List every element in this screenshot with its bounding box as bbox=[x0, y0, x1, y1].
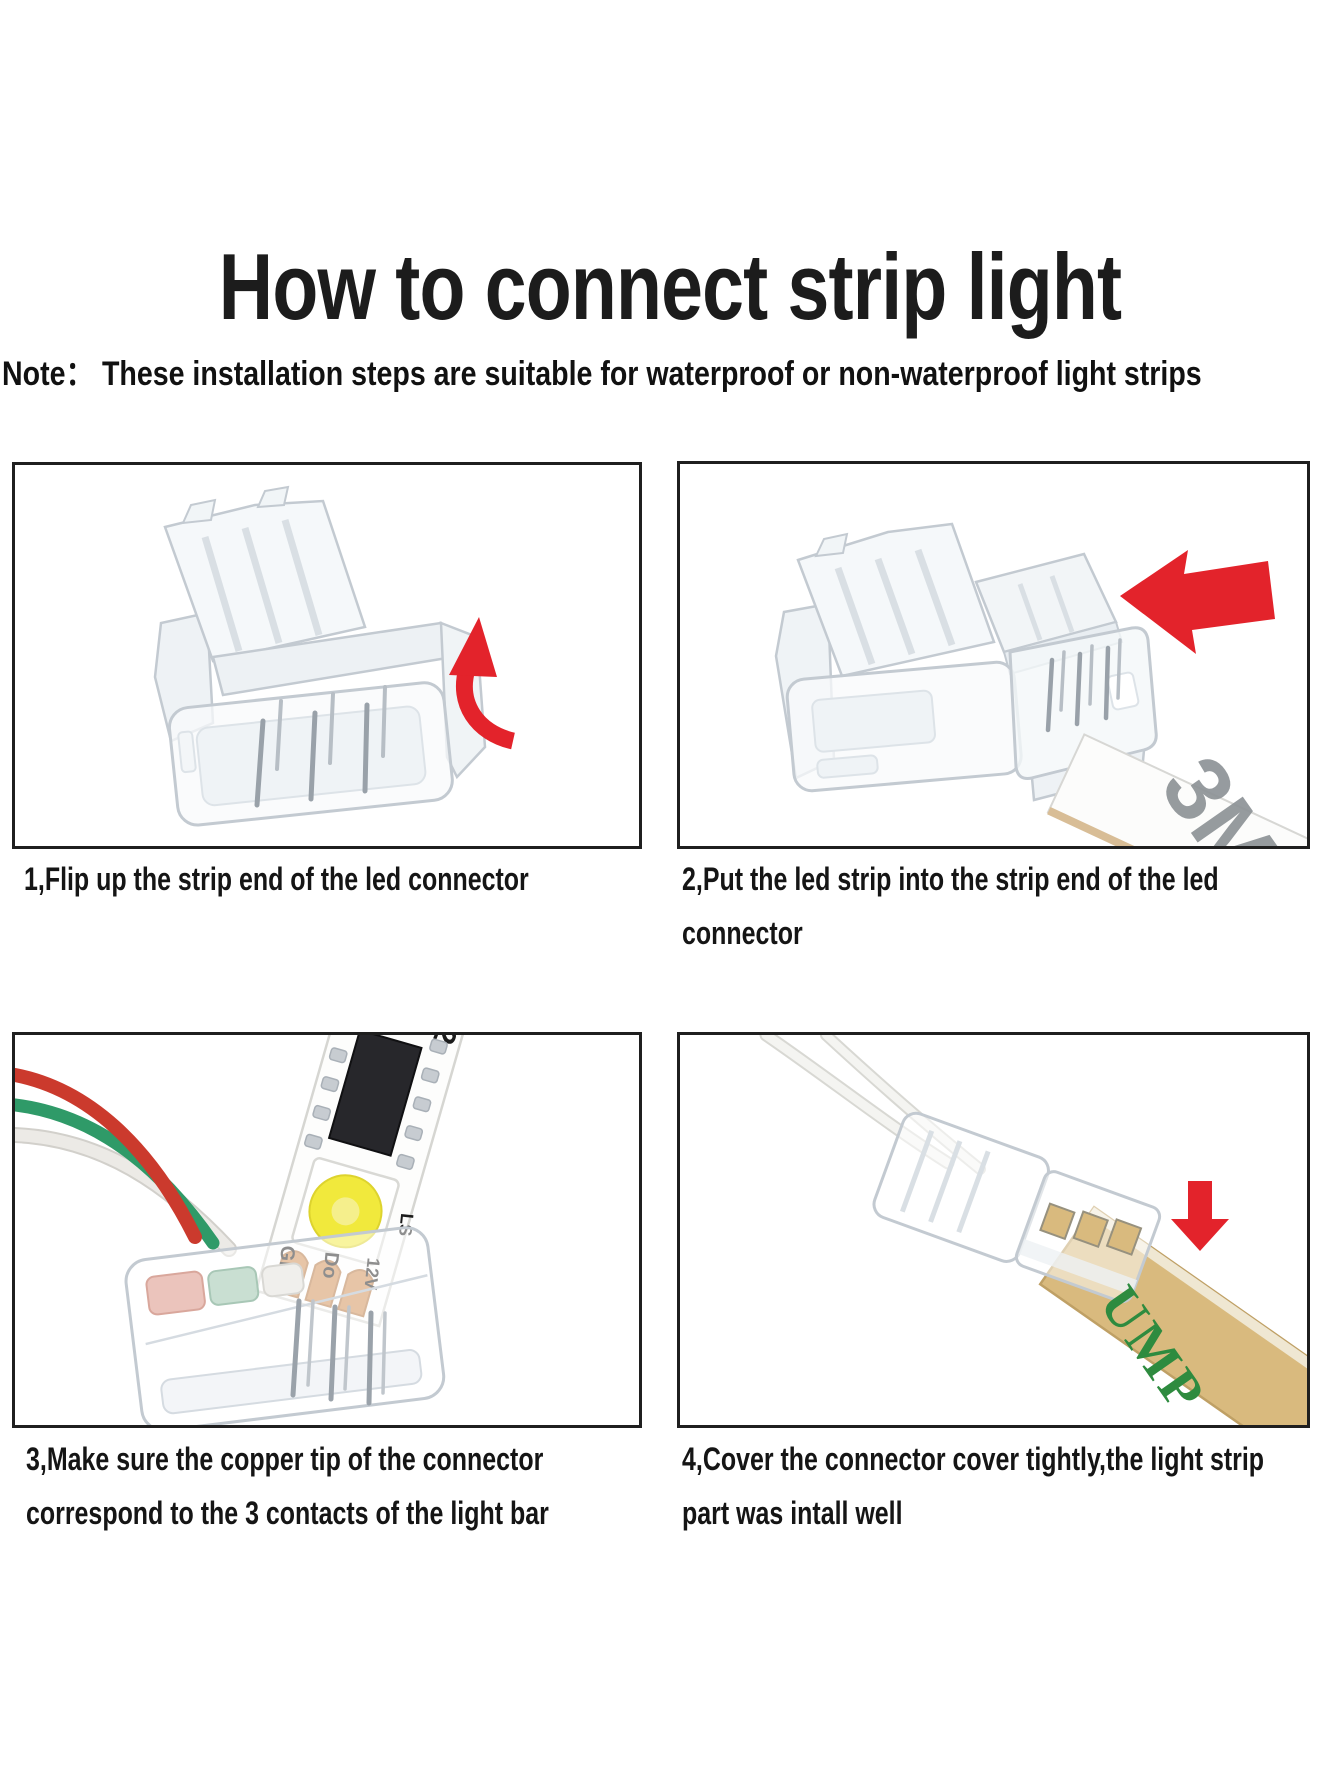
step-4-illustration: UMP bbox=[759, 1035, 1307, 1425]
step-2-caption-line1: 2,Put the led strip into the strip end o… bbox=[682, 861, 1219, 897]
connector-wires bbox=[15, 1068, 237, 1257]
wire-white-inside bbox=[261, 1262, 305, 1298]
step-2-caption: 2,Put the led strip into the strip end o… bbox=[682, 852, 1340, 960]
step-3-caption-line1: 3,Make sure the copper tip of the connec… bbox=[26, 1441, 544, 1477]
connector-pins-back bbox=[1059, 638, 1122, 712]
flip-up-arrow-icon bbox=[449, 617, 516, 750]
connector-closed bbox=[872, 1111, 1162, 1304]
ic-chip bbox=[327, 1035, 423, 1157]
connector-pins-back bbox=[275, 685, 387, 771]
step-1-caption-text: 1,Flip up the strip end of the led conne… bbox=[24, 861, 529, 897]
step-1-figure bbox=[12, 462, 642, 849]
step-2-illustration: 3M bbox=[774, 522, 1307, 846]
connector-body bbox=[785, 660, 1023, 793]
caption-line: 2,Put the led strip into the strip end o… bbox=[682, 852, 1340, 906]
press-down-arrow-icon bbox=[1171, 1181, 1229, 1251]
wire-red-inside bbox=[145, 1270, 206, 1316]
step-3-illustration: 2 GND Do bbox=[15, 1035, 476, 1425]
solder-bumps bbox=[304, 1038, 448, 1170]
note-line: Note： These installation steps are suita… bbox=[2, 354, 1340, 395]
contact-windows bbox=[1039, 1202, 1143, 1256]
led-highlight bbox=[331, 1197, 360, 1226]
step-2-caption-line2: connector bbox=[682, 915, 803, 951]
wire-green bbox=[15, 1098, 220, 1250]
step-4-caption-line2: part was intall well bbox=[682, 1495, 903, 1531]
step-4-caption-line1: 4,Cover the connector cover tightly,the … bbox=[682, 1441, 1265, 1477]
insert-direction-arrow-icon bbox=[1120, 550, 1275, 654]
step-1-caption: 1,Flip up the strip end of the led conne… bbox=[24, 852, 671, 906]
step-4-caption: 4,Cover the connector cover tightly,the … bbox=[682, 1432, 1340, 1540]
caption-line: connector bbox=[682, 906, 1340, 960]
connector-body bbox=[124, 1226, 446, 1425]
connector-pins bbox=[254, 702, 370, 808]
caption-line: 1,Flip up the strip end of the led conne… bbox=[24, 852, 671, 906]
piercing-pins-reflection bbox=[306, 1299, 387, 1395]
page-title: How to connect strip light bbox=[0, 240, 1340, 334]
connector-pins bbox=[1045, 645, 1111, 733]
piercing-pins bbox=[290, 1298, 374, 1406]
step-1-illustration bbox=[153, 485, 516, 827]
step-3-caption-line2: correspond to the 3 contacts of the ligh… bbox=[26, 1495, 549, 1531]
step-3-figure: 2 GND Do bbox=[12, 1032, 642, 1428]
connector-lid-open bbox=[796, 522, 996, 678]
caption-line: 3,Make sure the copper tip of the connec… bbox=[26, 1432, 696, 1486]
caption-line: part was intall well bbox=[682, 1486, 1340, 1540]
caption-line: correspond to the 3 contacts of the ligh… bbox=[26, 1486, 696, 1540]
3m-label: 3M bbox=[1142, 739, 1299, 846]
wire-green-inside bbox=[207, 1266, 260, 1306]
caption-line: 4,Cover the connector cover tightly,the … bbox=[682, 1432, 1340, 1486]
step-4-figure: UMP bbox=[677, 1032, 1310, 1428]
connector-lid-flipped bbox=[163, 485, 367, 663]
wire-red bbox=[15, 1068, 202, 1244]
page-title-text: How to connect strip light bbox=[218, 234, 1122, 339]
step-2-figure: 3M bbox=[677, 461, 1310, 849]
led-strip-with-3m-backing: 3M bbox=[1046, 733, 1307, 846]
step-3-caption: 3,Make sure the copper tip of the connec… bbox=[26, 1432, 696, 1540]
note-text: Note： These installation steps are suita… bbox=[2, 355, 1202, 393]
